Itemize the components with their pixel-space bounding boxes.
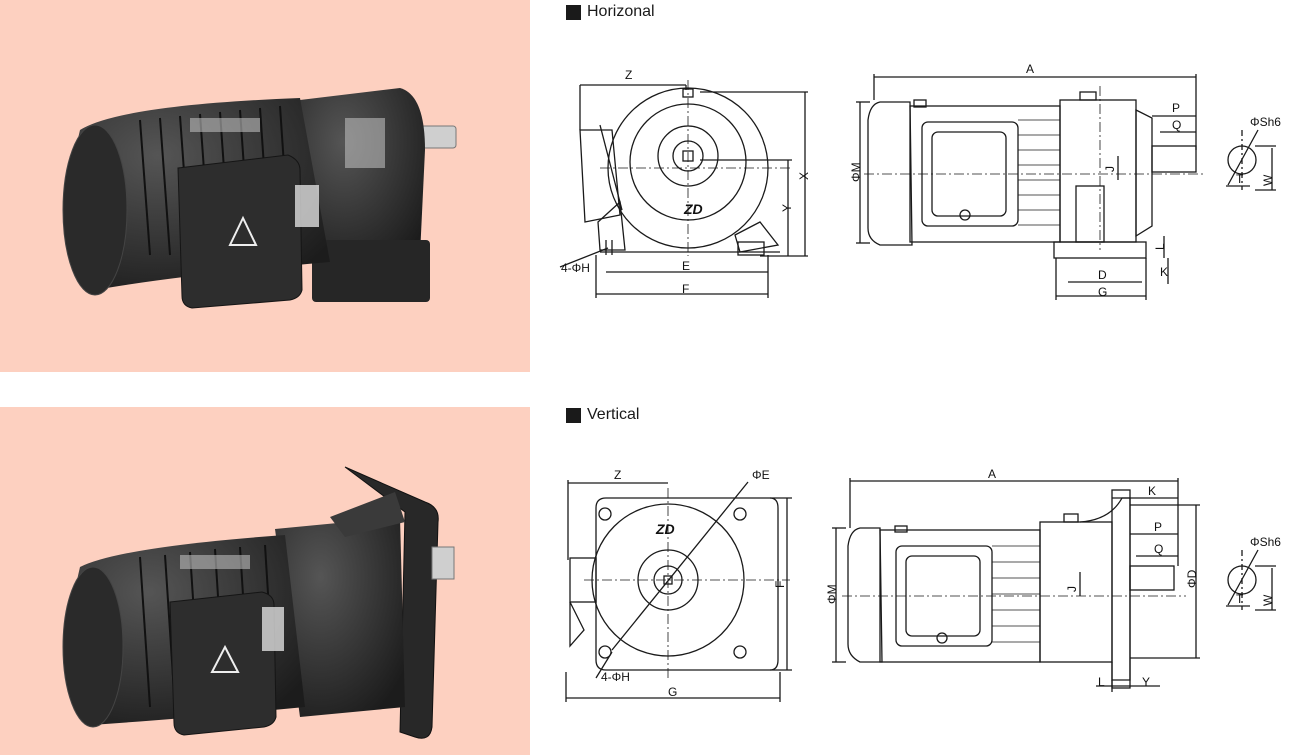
vertical-title-text: Vertical	[587, 406, 640, 423]
dim-label-z: Z	[625, 68, 632, 82]
vertical-section-title: Vertical	[566, 406, 639, 424]
dim-label-phi-d: ΦD	[1185, 569, 1199, 588]
dim-label-k: K	[1148, 484, 1156, 498]
dim-label-x: X	[797, 172, 811, 180]
dim-label-t: T	[1236, 172, 1244, 186]
vertical-dimension-drawings: ZD Z ΦE F G 4-ΦH A K ΦM P Q ΦD J L Y ΦSh…	[565, 467, 1281, 702]
dim-label-z: Z	[614, 468, 621, 482]
dim-label-a: A	[988, 467, 996, 481]
dim-label-f: F	[773, 581, 787, 588]
dim-label-j: J	[1103, 166, 1117, 172]
dim-label-4-phi-h: 4-ΦH	[601, 670, 630, 684]
dim-label-p: P	[1172, 101, 1180, 115]
dim-label-g: G	[1098, 285, 1107, 299]
dim-label-j: J	[1065, 586, 1079, 592]
dim-label-y: Y	[780, 204, 794, 212]
dim-label-4-phi-h: 4-ΦH	[561, 261, 590, 275]
horizontal-dimension-drawings: ZD Z X Y E F 4-ΦH A ΦM P Q J L K D G ΦSh…	[559, 62, 1281, 300]
dim-label-p: P	[1154, 520, 1162, 534]
dim-label-phi-sh6: ΦSh6	[1250, 535, 1281, 549]
dim-label-l: L	[1098, 675, 1105, 689]
dim-label-e: E	[682, 259, 690, 273]
horizontal-title-text: Horizonal	[587, 3, 655, 20]
dim-label-y: Y	[1142, 675, 1150, 689]
dim-label-l: L	[1153, 243, 1167, 250]
dim-label-phi-m: ΦM	[825, 584, 839, 604]
horizontal-section-title: Horizonal	[566, 3, 655, 21]
zd-logo-text: ZD	[683, 201, 703, 217]
dim-label-phi-e: ΦE	[752, 468, 770, 482]
dim-label-f: F	[682, 282, 689, 296]
dim-label-t: T	[1236, 592, 1244, 606]
dim-label-a: A	[1026, 62, 1034, 76]
dim-label-q: Q	[1154, 542, 1163, 556]
dim-label-w: W	[1261, 174, 1275, 186]
section-bullet-square	[566, 407, 581, 423]
dim-label-g: G	[668, 685, 677, 699]
section-bullet-square	[566, 4, 581, 20]
dim-label-phi-sh6: ΦSh6	[1250, 115, 1281, 129]
dim-label-w: W	[1261, 594, 1275, 606]
dim-label-q: Q	[1172, 118, 1181, 132]
horizontal-motor-photo	[0, 0, 530, 372]
vertical-motor-photo	[0, 407, 530, 755]
dim-label-d: D	[1098, 268, 1107, 282]
dim-label-phi-m: ΦM	[849, 162, 863, 182]
zd-logo-text: ZD	[655, 521, 675, 537]
dim-label-k: K	[1160, 265, 1168, 279]
